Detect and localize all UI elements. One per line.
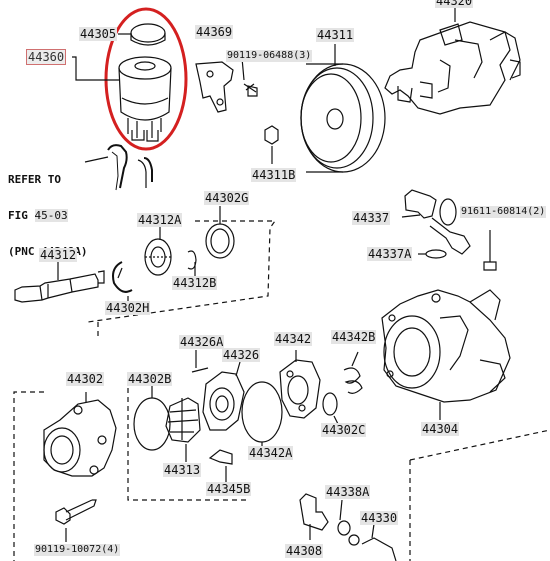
- label-44342[interactable]: 44342: [274, 332, 313, 346]
- housing-drawing: [43, 399, 117, 477]
- pump-assembly-drawing: [384, 21, 521, 115]
- label-44312b[interactable]: 44312B: [172, 276, 218, 290]
- reservoir-drawing: [118, 23, 172, 142]
- pulley-drawing: [300, 63, 386, 173]
- refer-line-1: REFER TO: [8, 173, 61, 186]
- label-44326a[interactable]: 44326A: [179, 335, 225, 349]
- label-44337a[interactable]: 44337A: [367, 247, 413, 261]
- label-44338a[interactable]: 44338A: [325, 485, 371, 499]
- label-44342a[interactable]: 44342A: [248, 446, 294, 460]
- label-44302b[interactable]: 44302B: [127, 372, 173, 386]
- label-44345b[interactable]: 44345B: [206, 482, 252, 496]
- label-44330[interactable]: 44330: [360, 511, 399, 525]
- label-44369[interactable]: 44369: [195, 25, 234, 39]
- label-44342b[interactable]: 44342B: [331, 330, 377, 344]
- label-90119-10072[interactable]: 90119-10072(4): [34, 544, 121, 556]
- label-44311b[interactable]: 44311B: [251, 168, 297, 182]
- label-44304[interactable]: 44304: [421, 422, 460, 436]
- label-44302g[interactable]: 44302G: [204, 191, 250, 205]
- refer-fig-prefix: FIG: [8, 209, 35, 222]
- label-44313[interactable]: 44313: [163, 463, 202, 477]
- highlight-circle: [104, 7, 188, 151]
- bracket-drawing: [195, 61, 258, 113]
- label-44302[interactable]: 44302: [66, 372, 105, 386]
- label-44308[interactable]: 44308: [285, 544, 324, 558]
- label-44302h[interactable]: 44302H: [105, 301, 151, 315]
- label-44326[interactable]: 44326: [222, 348, 261, 362]
- refer-line-2: FIG 45-03: [8, 209, 87, 222]
- shaft-drawing: [14, 270, 105, 303]
- label-44311[interactable]: 44311: [316, 28, 355, 42]
- label-44337[interactable]: 44337: [352, 211, 391, 225]
- label-44312[interactable]: 44312: [39, 248, 78, 262]
- label-91611-60814[interactable]: 91611-60814(2): [460, 206, 547, 218]
- label-44312a[interactable]: 44312A: [137, 213, 183, 227]
- label-44360[interactable]: 44360: [25, 49, 67, 65]
- label-44302c[interactable]: 44302C: [321, 423, 367, 437]
- refer-fig-link[interactable]: 45-03: [34, 209, 68, 222]
- bracket-44337-drawing: [404, 189, 497, 271]
- label-44305[interactable]: 44305: [79, 27, 118, 41]
- label-90119-06488[interactable]: 90119-06488(3): [226, 50, 313, 62]
- label-44320[interactable]: 44320: [435, 0, 474, 8]
- pump-body-drawing: [381, 289, 511, 403]
